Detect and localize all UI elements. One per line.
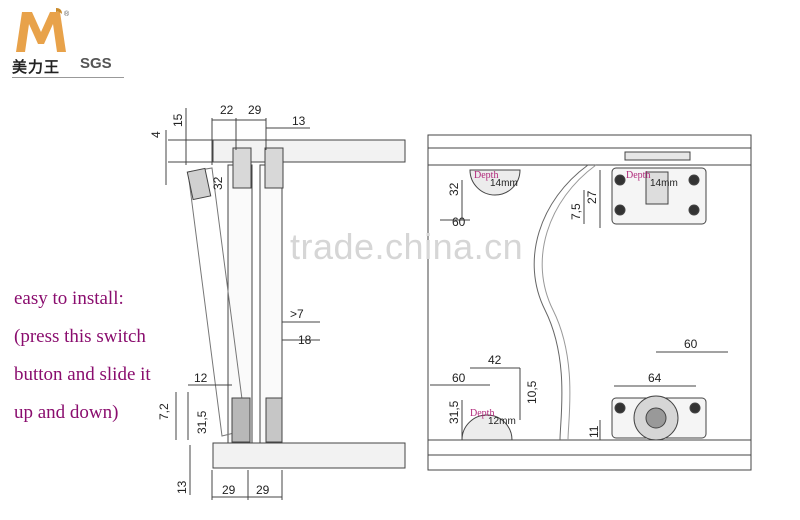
left-top-fitting-1 [232,147,252,189]
left-bottom-fitting-1 [231,397,251,443]
top-hole-depth-value: 14mm [490,178,518,189]
dim-29-bottom-1: 29 [222,483,236,497]
dim-7-5: 7,5 [569,203,583,220]
s-curve-door-path [533,164,589,441]
dim-4: 4 [149,131,163,138]
left-top-fitting-tilted [186,167,212,201]
left-door-1 [227,164,253,444]
dim-13-top: 13 [292,114,306,128]
top-hole-circle [469,169,521,196]
bottom-hole-circle [461,414,513,441]
dim-18: 18 [298,333,312,347]
bottom-hole-depth-value: 12mm [488,416,516,427]
left-top-fitting-2 [264,147,284,189]
left-bottom-panel [212,442,406,469]
sgs-certification-label: SGS [80,55,112,72]
dim-27: 27 [585,190,599,204]
bottom-hole-depth-label: Depth [470,408,494,419]
dim-64: 64 [648,371,662,385]
left-bottom-fitting-2 [265,397,283,443]
dim-12: 12 [194,371,208,385]
instruction-line-2: (press this switch [14,326,146,347]
dim-32-right: 32 [447,182,461,196]
bracket-depth-label: Depth [626,170,650,181]
dim-11: 11 [587,425,601,438]
svg-text:®: ® [64,10,70,18]
dim-60-bottom: 60 [452,371,466,385]
watermark-text: trade.china.cn [290,226,524,267]
instruction-line-1: easy to install: [14,288,124,309]
dim-32-left: 32 [211,176,225,190]
dim-7-2: 7,2 [157,403,171,420]
dim-29-top: 29 [248,103,262,117]
instruction-line-4: up and down) [14,402,119,423]
dim-42: 42 [488,353,502,367]
left-top-panel [212,139,406,163]
dim-31-5-right: 31,5 [447,400,461,424]
dim-29-bottom-2: 29 [256,483,270,497]
dim-13-bottom: 13 [175,480,189,494]
instruction-line-3: button and slide it [14,364,151,385]
dim-22: 22 [220,103,234,117]
logo-underline [12,77,124,78]
dim-10-5: 10,5 [525,380,539,404]
dim-15: 15 [171,113,185,127]
brand-logo-mark: ® [16,8,70,52]
bracket-depth-value: 14mm [650,178,678,189]
dim-31-5-left: 31,5 [195,410,209,434]
dim-gt7: >7 [290,307,304,321]
top-hole-depth-label: Depth [474,170,498,181]
dim-60-right: 60 [684,337,698,351]
brand-logo-name: 美力王 [12,58,61,76]
dim-60-top: 60 [452,215,466,229]
